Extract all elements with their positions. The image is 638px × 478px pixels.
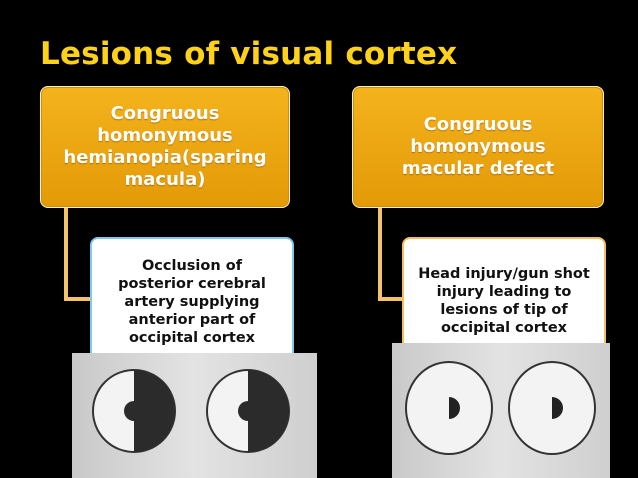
left-connector-horizontal	[64, 297, 92, 301]
right-header-text: Congruous homonymous macular defect	[401, 114, 555, 179]
visual-field-right-eye-icon	[206, 369, 290, 453]
right-connector-vertical	[378, 206, 382, 301]
left-header-text: Congruous homonymous hemianopia(sparing …	[63, 103, 267, 190]
right-header-box: Congruous homonymous macular defect	[352, 86, 604, 208]
left-header-box: Congruous homonymous hemianopia(sparing …	[40, 86, 290, 208]
right-body-box: Head injury/gun shot injury leading to l…	[402, 237, 606, 351]
right-visual-field-photo	[392, 343, 610, 478]
right-connector-horizontal	[378, 297, 406, 301]
left-body-text: Occlusion of posterior cerebral artery s…	[118, 258, 266, 346]
left-visual-field-photo	[72, 353, 317, 478]
visual-field-left-eye-icon	[92, 369, 176, 453]
left-body-box: Occlusion of posterior cerebral artery s…	[90, 237, 294, 361]
right-body-text: Head injury/gun shot injury leading to l…	[418, 266, 590, 336]
visual-field-right-eye-icon	[508, 361, 596, 455]
visual-field-left-eye-icon	[405, 361, 493, 455]
slide-title: Lesions of visual cortex	[40, 36, 458, 72]
left-connector-vertical	[64, 206, 68, 301]
